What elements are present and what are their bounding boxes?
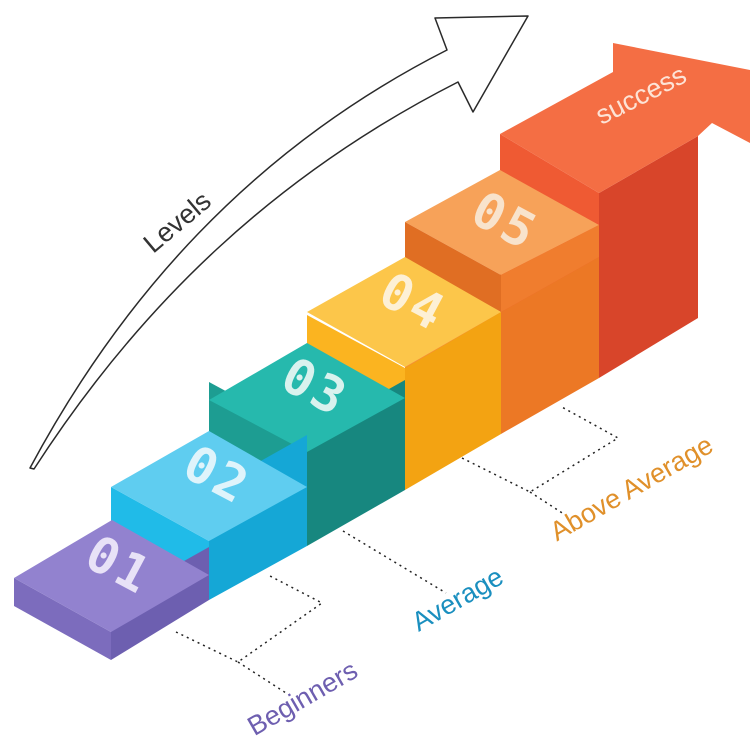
step-1: 01 [14, 520, 209, 660]
levels-curve-arrow [29, 15, 529, 470]
label-average: Average [407, 561, 509, 637]
label-beginners: Beginners [242, 655, 362, 742]
label-above-average: Above Average [545, 430, 718, 547]
leader-lines [175, 405, 620, 694]
